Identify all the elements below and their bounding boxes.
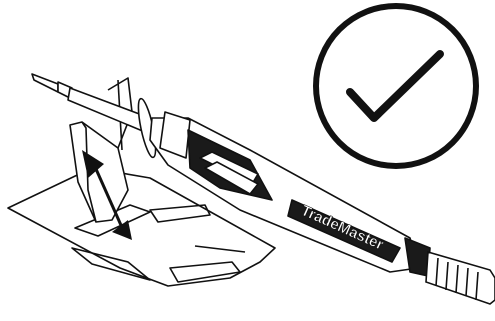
power-cord: [425, 250, 495, 305]
double-arrow-icon: [82, 150, 132, 240]
iron-tip: [31, 73, 151, 133]
checkmark-icon: [346, 50, 444, 122]
iron-handle: [149, 111, 431, 277]
checkmark-badge: [313, 3, 479, 169]
